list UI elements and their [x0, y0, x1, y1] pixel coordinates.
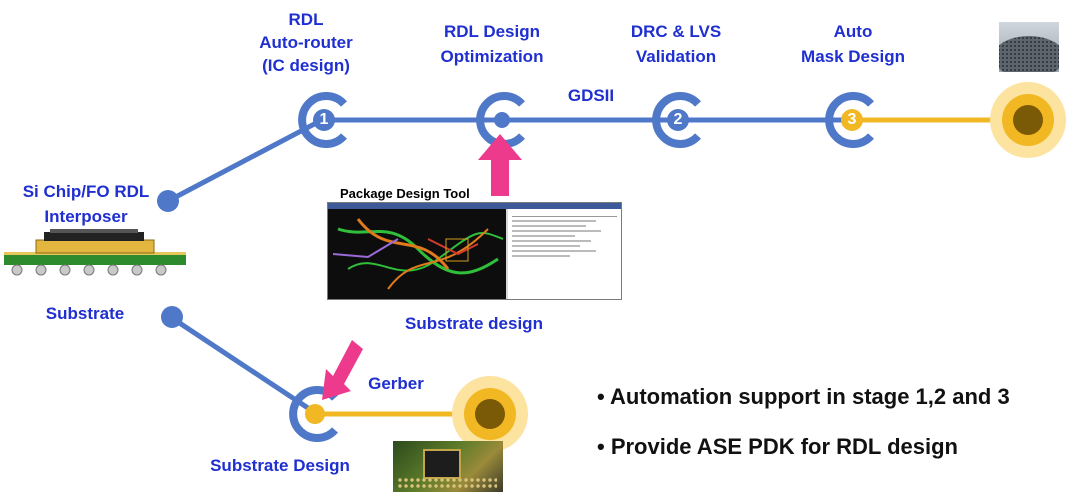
- tool-titlebar: [328, 203, 621, 209]
- node-1-number: 1: [319, 111, 329, 128]
- stage-label-line: RDL: [288, 10, 324, 29]
- node-3-number: 3: [847, 111, 857, 128]
- bullet-automation-support: • Automation support in stage 1,2 and 3: [597, 384, 1010, 409]
- terminal-upper: [990, 82, 1066, 158]
- panel-row: [512, 230, 602, 232]
- node-1: [298, 92, 347, 148]
- si-chip-label: Si Chip/FO RDL Interposer: [2, 182, 170, 227]
- track-segment-chip-to-node1: [168, 118, 322, 203]
- layout-traces: [332, 218, 504, 290]
- si-chip-dot: [157, 190, 179, 212]
- stage-label-line: DRC & LVS: [630, 22, 722, 41]
- gdsii-label: GDSII: [567, 86, 615, 105]
- stage-label-line: Auto-router: [259, 33, 353, 52]
- stage-label-rdl-auto-router: RDL Auto-router (IC design): [244, 10, 368, 76]
- panel-row: [512, 245, 581, 247]
- pink-arrow-up: [478, 134, 522, 196]
- panel-row: [512, 250, 596, 252]
- panel-row: [512, 212, 617, 217]
- wafer-disc: [999, 36, 1059, 72]
- substrate-design-node-label: Substrate Design: [210, 456, 350, 475]
- layout-view: [328, 209, 506, 299]
- gerber-label: Gerber: [368, 374, 424, 393]
- stage-label-line: RDL Design: [443, 22, 541, 41]
- track-segment-substrate-to-node: [170, 315, 316, 415]
- panel-row: [512, 225, 586, 227]
- stage-label-line: Validation: [635, 47, 717, 66]
- substrate-label: Substrate: [45, 304, 125, 323]
- stage-label-line: Mask Design: [801, 47, 905, 66]
- node-3: [825, 92, 874, 148]
- stage-label-line: Optimization: [440, 47, 544, 66]
- panel-row: [512, 255, 570, 257]
- stage-label-rdl-design-optimization: RDL Design Optimization: [426, 22, 558, 67]
- panel-row: [512, 240, 591, 242]
- si-chip-label-line: Si Chip/FO RDL: [22, 182, 150, 201]
- wafer-image: [999, 22, 1059, 72]
- stage-label-auto-mask: Auto Mask Design: [790, 22, 916, 67]
- bullet-provide-pdk: • Provide ASE PDK for RDL design: [597, 434, 958, 459]
- pcb-chip: [423, 449, 461, 479]
- substrate-design-caption: Substrate design: [405, 314, 543, 333]
- node-substrate-design: [289, 386, 338, 442]
- node-2: [652, 92, 701, 148]
- panel-row: [512, 220, 596, 222]
- node-2-number: 2: [673, 111, 683, 128]
- si-chip-label-line: Interposer: [44, 207, 128, 226]
- substrate-dot: [161, 306, 183, 328]
- interposer-package-image: [4, 229, 186, 276]
- pink-arrow-diagonal: [322, 340, 363, 400]
- properties-panel: [508, 209, 621, 299]
- stage-label-line: Auto: [833, 22, 873, 41]
- package-design-tool-screenshot: [327, 202, 622, 300]
- package-design-tool-title: Package Design Tool: [340, 186, 470, 201]
- panel-row: [512, 235, 575, 237]
- stage-label-drc-lvs: DRC & LVS Validation: [614, 22, 738, 67]
- pcb-substrate-image: [393, 441, 503, 492]
- terminal-lower: [452, 376, 528, 452]
- stage-label-line: (IC design): [262, 56, 350, 75]
- pcb-pads: [397, 477, 497, 489]
